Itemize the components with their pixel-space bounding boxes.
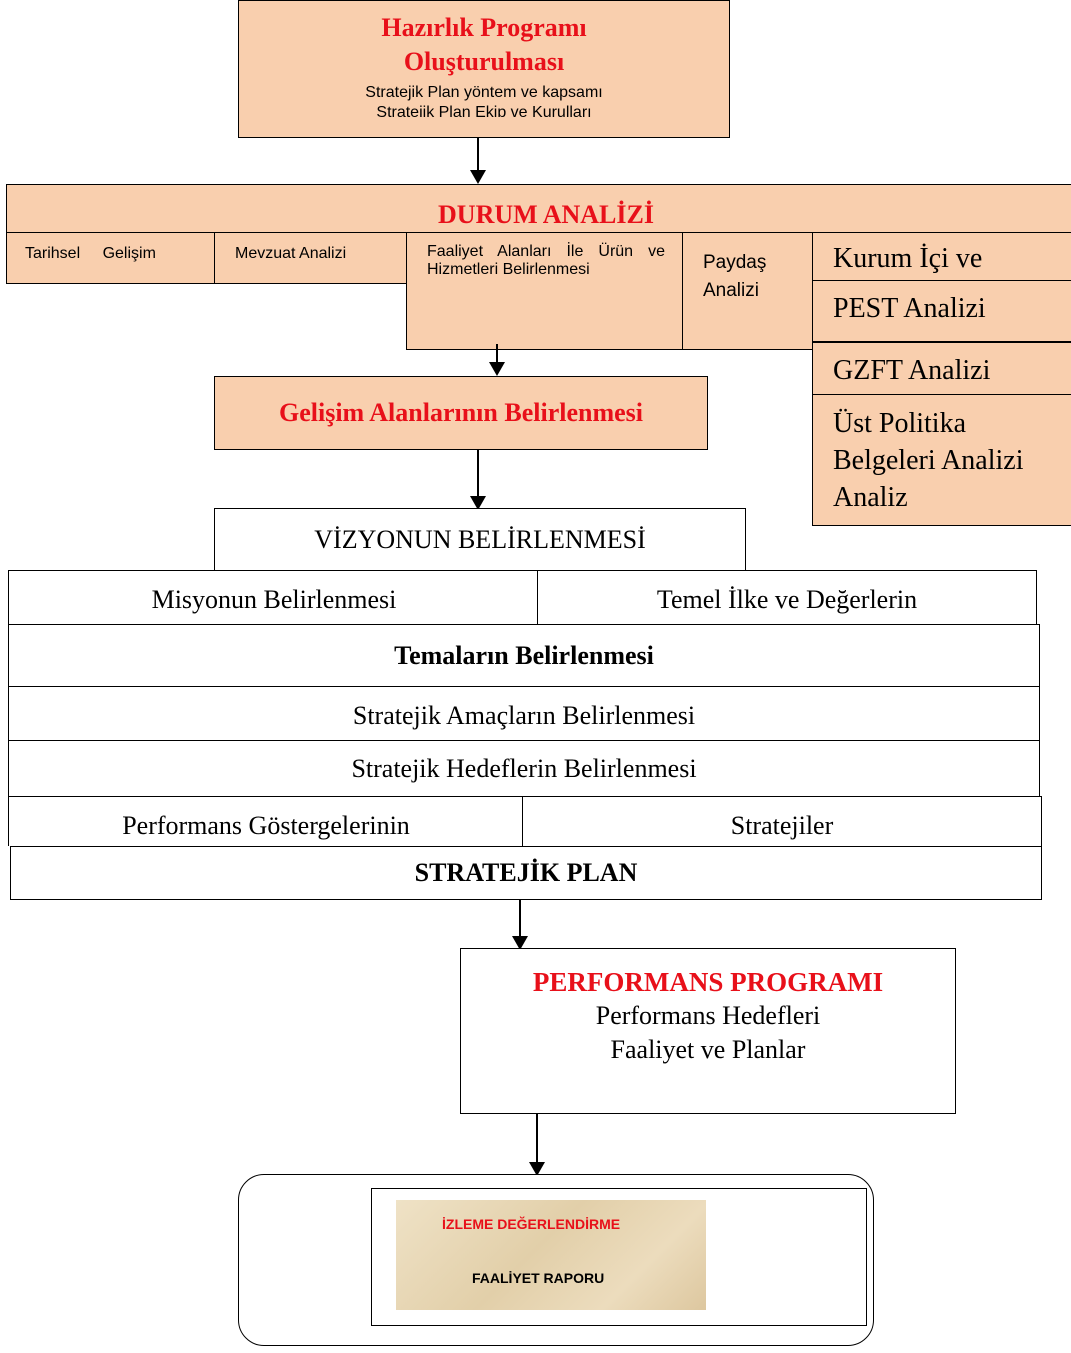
performans-programi-box: PERFORMANS PROGRAMI Performans Hedefleri… xyxy=(460,948,956,1114)
hazirlik-programi-box: Hazırlık Programı Oluşturulması Strateji… xyxy=(238,0,730,138)
faaliyet-raporu-label: FAALİYET RAPORU xyxy=(472,1270,605,1286)
izleme-parchment-panel: İZLEME DEĞERLENDİRME FAALİYET RAPORU xyxy=(396,1200,706,1310)
durum-analizi-header: DURUM ANALİZİ xyxy=(6,184,1071,234)
kurum-ici-box: Kurum İçi ve xyxy=(812,232,1071,282)
stratejik-plan-box: STRATEJİK PLAN xyxy=(10,846,1042,900)
arrow-plan-to-performans xyxy=(512,900,528,950)
gelisim-alanlari-label: Gelişim Alanlarının Belirlenmesi xyxy=(279,398,643,427)
stratejik-amaclar-label: Stratejik Amaçların Belirlenmesi xyxy=(352,701,696,730)
stratejiler-box: Stratejiler xyxy=(522,796,1042,846)
arrow-hazirlik-to-durum xyxy=(470,138,486,184)
temalar-box: Temaların Belirlenmesi xyxy=(8,624,1040,688)
paydas-analizi-box: Paydaş Analizi xyxy=(682,232,814,350)
performans-gostergeleri-box: Performans Göstergelerinin xyxy=(8,796,524,846)
misyon-label: Misyonun Belirlenmesi xyxy=(151,585,397,614)
mevzuat-analizi-label: Mevzuat Analizi xyxy=(235,245,347,262)
faaliyet-alanlari-label: Faaliyet Alanları İle Ürün ve Hizmetleri… xyxy=(427,243,665,278)
gelisim-alanlari-box: Gelişim Alanlarının Belirlenmesi xyxy=(214,376,708,450)
arrow-gelisim-to-vizyon xyxy=(470,450,486,510)
hazirlik-title-line1: Hazırlık Programı xyxy=(381,13,587,42)
temel-ilke-label: Temel İlke ve Değerlerin xyxy=(656,585,918,614)
vizyon-label: VİZYONUN BELİRLENMESİ xyxy=(314,525,646,554)
performans-programi-title: PERFORMANS PROGRAMI xyxy=(532,967,884,997)
gzft-analizi-box: GZFT Analizi xyxy=(812,342,1071,396)
hazirlik-title-line2: Oluşturulması xyxy=(403,47,565,76)
durum-analizi-title: DURUM ANALİZİ xyxy=(438,200,654,229)
tarihsel-gelisim-label: Tarihsel Gelişim xyxy=(25,245,156,262)
temel-ilke-box: Temel İlke ve Değerlerin xyxy=(537,570,1037,628)
faaliyet-planlar-label: Faaliyet ve Planlar xyxy=(610,1035,806,1064)
pest-analizi-label: PEST Analizi xyxy=(833,293,986,324)
faaliyet-alanlari-box: Faaliyet Alanları İle Ürün ve Hizmetleri… xyxy=(406,232,684,350)
mevzuat-analizi-box: Mevzuat Analizi xyxy=(214,232,408,284)
pest-analizi-box: PEST Analizi xyxy=(812,280,1071,342)
arrow-performans-to-izleme xyxy=(529,1114,545,1176)
performans-gostergeleri-label: Performans Göstergelerinin xyxy=(122,811,410,840)
stratejik-plan-label: STRATEJİK PLAN xyxy=(414,858,638,887)
stratejik-hedefler-label: Stratejik Hedeflerin Belirlenmesi xyxy=(351,754,697,783)
izleme-title: İZLEME DEĞERLENDİRME xyxy=(442,1216,621,1232)
gzft-analizi-label: GZFT Analizi xyxy=(833,355,991,386)
ust-politika-line1: Üst Politika xyxy=(833,408,967,439)
ust-politika-box: Üst Politika Belgeleri Analizi Analiz xyxy=(812,394,1071,526)
paydas-label-line1: Paydaş xyxy=(703,252,767,273)
arrow-faaliyet-to-gelisim xyxy=(489,344,505,376)
temalar-label: Temaların Belirlenmesi xyxy=(394,641,654,670)
stratejiler-label: Stratejiler xyxy=(730,811,834,840)
hazirlik-item-ekip: Stratejik Plan Ekip ve Kurulları xyxy=(376,104,592,117)
vizyon-box: VİZYONUN BELİRLENMESİ xyxy=(214,508,746,572)
ust-politika-line3: Analiz xyxy=(833,482,908,513)
hazirlik-item-yontem: Stratejik Plan yöntem ve kapsamı xyxy=(365,84,603,101)
kurum-ici-label: Kurum İçi ve xyxy=(833,243,983,274)
misyon-box: Misyonun Belirlenmesi xyxy=(8,570,540,628)
stratejik-amaclar-box: Stratejik Amaçların Belirlenmesi xyxy=(8,686,1040,742)
tarihsel-gelisim-box: Tarihsel Gelişim xyxy=(6,232,216,284)
stratejik-hedefler-box: Stratejik Hedeflerin Belirlenmesi xyxy=(8,740,1040,798)
paydas-label-line2: Analizi xyxy=(703,280,759,301)
performans-hedefleri-label: Performans Hedefleri xyxy=(595,1001,821,1030)
ust-politika-line2: Belgeleri Analizi xyxy=(833,445,1024,476)
